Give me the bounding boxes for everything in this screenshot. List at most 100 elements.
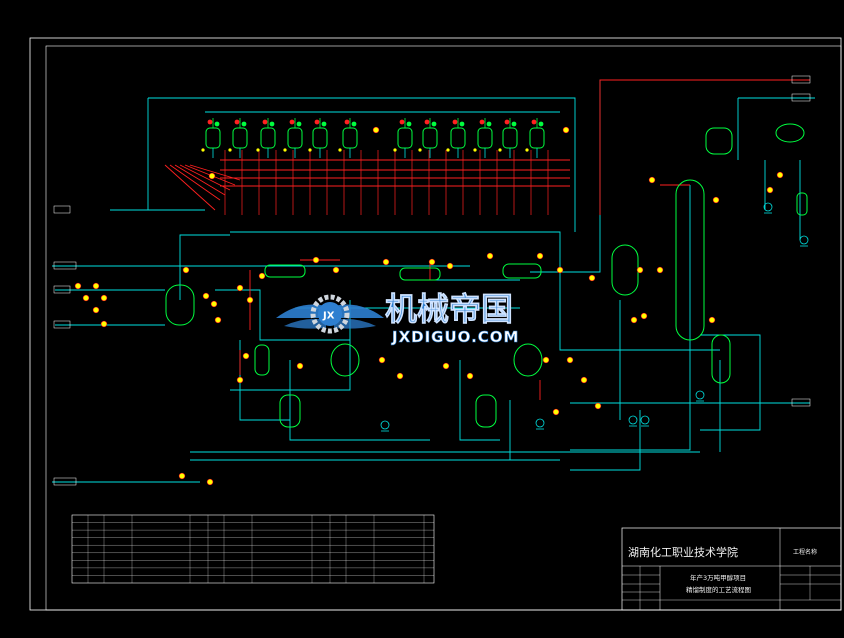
- top-condenser: [705, 127, 733, 155]
- instrument-tags: [74, 126, 784, 486]
- instrument-bubble: [246, 296, 254, 304]
- instrument-bubble: [648, 176, 656, 184]
- instrument-bubble: [542, 356, 550, 364]
- pumps: [380, 202, 809, 432]
- distillation-column: [675, 179, 705, 341]
- pump: [799, 235, 809, 247]
- instrument-bubble: [446, 262, 454, 270]
- watermark-en: JXDIGUO.COM: [391, 328, 519, 346]
- title-block: 湖南化工职业技术学院 工程名称 年产3万吨甲醇项目 精馏制度的工艺流程图: [621, 527, 842, 611]
- cooler-right: [475, 394, 497, 428]
- instrument-bubble: [82, 294, 90, 302]
- instrument-bubble: [214, 316, 222, 324]
- instrument-bubble: [100, 320, 108, 328]
- instrument-bubble: [640, 312, 648, 320]
- instrument-bubble: [178, 472, 186, 480]
- manifold-tubes: [224, 150, 549, 215]
- instrument-bubble: [206, 478, 214, 486]
- instrument-bubble: [466, 372, 474, 380]
- equipment-list-table: [71, 514, 435, 584]
- pump: [628, 415, 638, 427]
- instrument-bubble: [210, 300, 218, 308]
- instrument-bubble: [378, 356, 386, 364]
- instrument-bubble: [656, 266, 664, 274]
- reactor: [228, 118, 248, 158]
- small-vessel: [254, 344, 270, 376]
- instrument-bubble: [562, 126, 570, 134]
- instrument-bubble: [296, 362, 304, 370]
- instrument-bubble: [588, 274, 596, 282]
- process-lines: [52, 79, 815, 483]
- instrument-bubble: [242, 352, 250, 360]
- separator-left: [330, 343, 360, 377]
- pump: [380, 420, 390, 432]
- project-name-label: 工程名称: [793, 548, 817, 556]
- instrument-bubble: [552, 408, 560, 416]
- inner-frame: [45, 45, 842, 611]
- instrument-bubble: [712, 196, 720, 204]
- watermark-badge: JX: [322, 311, 335, 322]
- reactor: [256, 118, 276, 158]
- instrument-bubble: [92, 306, 100, 314]
- instrument-bubble: [556, 266, 564, 274]
- instrument-bubble: [382, 258, 390, 266]
- instrument-bubble: [766, 186, 774, 194]
- project-title-line2: 精馏制度的工艺流程图: [686, 585, 751, 594]
- instrument-bubble: [258, 272, 266, 280]
- watermark: JX 机械帝国 JXDIGUO.COM: [276, 290, 519, 346]
- reactor: [418, 118, 438, 158]
- instrument-bubble: [208, 172, 216, 180]
- reflux-drum: [775, 123, 805, 143]
- instrument-bubble: [92, 282, 100, 290]
- instrument-bubble: [428, 258, 436, 266]
- instrument-bubble: [100, 294, 108, 302]
- instrument-bubble: [566, 356, 574, 364]
- instrument-bubble: [182, 266, 190, 274]
- project-title-line1: 年产3万吨甲醇项目: [690, 573, 746, 582]
- instrument-bubble: [236, 376, 244, 384]
- school-name: 湖南化工职业技术学院: [628, 545, 738, 559]
- instrument-bubble: [776, 171, 784, 179]
- reactor: [308, 118, 328, 158]
- separator-right: [513, 343, 543, 377]
- instrument-bubble: [332, 266, 340, 274]
- instrument-bubble: [396, 372, 404, 380]
- instrument-bubble: [74, 282, 82, 290]
- instrument-bubble: [236, 284, 244, 292]
- watermark-cn: 机械帝国: [385, 290, 513, 328]
- instrument-bubble: [442, 362, 450, 370]
- reactor: [525, 118, 545, 158]
- reactor: [283, 118, 303, 158]
- pump: [763, 202, 773, 214]
- reboiler: [711, 334, 731, 384]
- instrument-bubble: [202, 292, 210, 300]
- instrument-bubble: [636, 266, 644, 274]
- reactor: [393, 118, 413, 158]
- cooler-left: [279, 394, 301, 428]
- heat-exchanger-1: [264, 264, 306, 278]
- instrument-bubble: [536, 252, 544, 260]
- reactor: [498, 118, 518, 158]
- reactor: [338, 118, 358, 158]
- pump: [695, 390, 705, 402]
- instrument-bubble: [312, 256, 320, 264]
- heat-exchanger-2: [399, 267, 441, 281]
- feed-tank: [165, 284, 195, 326]
- instrument-bubble: [486, 252, 494, 260]
- instrument-bubble: [372, 126, 380, 134]
- pump: [640, 415, 650, 427]
- instrument-bubble: [594, 402, 602, 410]
- pump: [535, 418, 545, 430]
- instrument-bubble: [580, 376, 588, 384]
- heat-exchanger-3: [502, 263, 542, 279]
- red-lines: [164, 79, 810, 400]
- reflux-tank: [796, 192, 808, 216]
- reactor-row: [201, 118, 545, 158]
- reactor: [201, 118, 221, 158]
- instrument-bubble: [708, 316, 716, 324]
- instrument-bubble: [630, 316, 638, 324]
- reactor: [446, 118, 466, 158]
- equipment: [165, 123, 808, 428]
- reactor: [473, 118, 493, 158]
